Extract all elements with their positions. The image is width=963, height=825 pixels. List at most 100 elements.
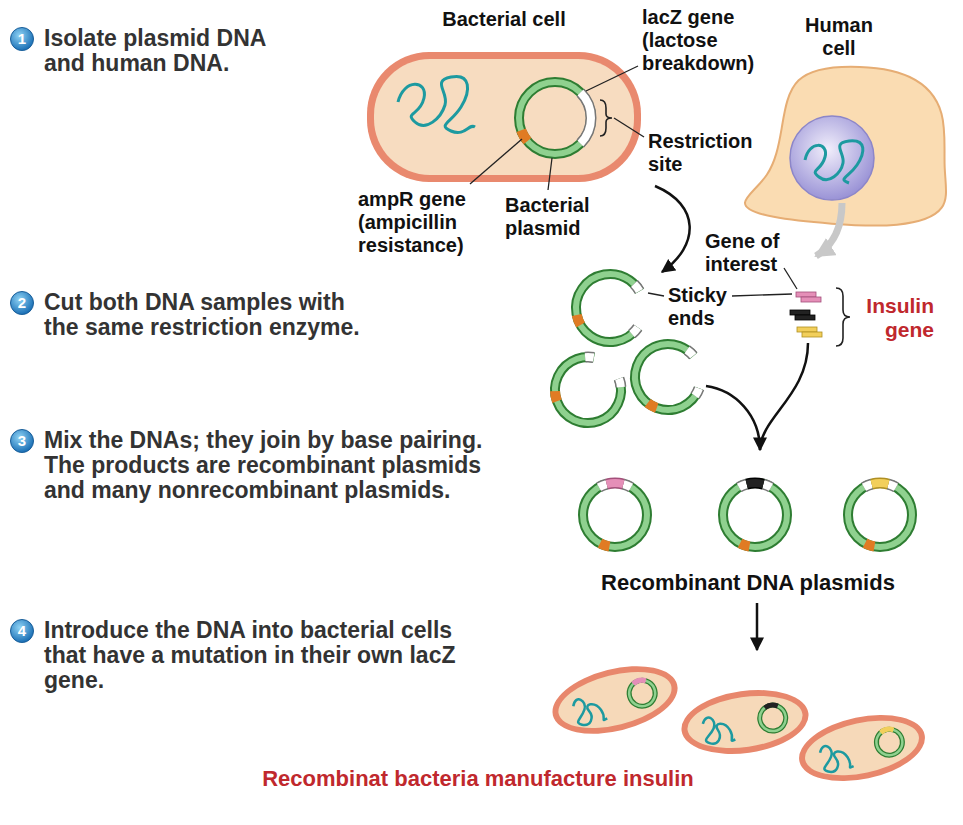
cut-plasmid-part	[552, 354, 624, 426]
cut-plasmid-part	[552, 354, 624, 426]
label-anchor: Recombinant DNA plasmids	[601, 570, 895, 596]
gene-fragment-part	[795, 315, 815, 320]
recombinant-bacterium-part	[624, 675, 661, 712]
label-anchor: Sticky ends	[668, 284, 736, 330]
process-arrow	[655, 186, 690, 272]
recombinant-plasmid-part	[841, 476, 919, 554]
recombinant-plasmid-part	[576, 476, 654, 554]
cut-plasmid	[546, 348, 631, 433]
recombinant-plasmid	[836, 471, 923, 558]
recombinant-bacterium-part	[793, 704, 931, 791]
step-number: 4	[10, 619, 34, 643]
recombinant-plasmid-part	[571, 471, 658, 558]
recombinant-plasmid-part	[718, 478, 792, 552]
recombinant-plasmid-part	[576, 476, 654, 554]
recombinant-plasmid-part	[836, 471, 923, 558]
cell-outline	[365, 4, 643, 186]
step-circle	[11, 429, 34, 452]
recombinant-bacterium-part	[553, 662, 678, 739]
cut-plasmid-part	[626, 335, 711, 420]
step-text: Mix the DNAs; they join by base pairing.…	[44, 428, 504, 503]
part-label: Gene of interest	[705, 230, 789, 276]
cell-heading: Human cell	[799, 14, 879, 60]
recombinant-bacterium	[793, 704, 931, 791]
label-anchor: Cut both DNA samples with the same restr…	[44, 290, 369, 340]
recombinant-plasmid-part	[583, 483, 647, 547]
part-label: ampR gene (ampicillin resistance)	[358, 188, 472, 257]
recombinant-plasmid-part	[716, 476, 794, 554]
recombinant-bacterium-part	[677, 682, 812, 761]
recombinant-plasmid-part	[716, 476, 794, 554]
cut-plasmid-part	[546, 348, 631, 433]
part-label: Bacterial plasmid	[505, 194, 605, 240]
cut-plasmid	[622, 331, 714, 423]
label-anchor: Restriction site	[648, 130, 760, 176]
nucleus-part	[790, 116, 874, 200]
nucleus-part	[805, 141, 863, 183]
step-circle	[11, 619, 34, 642]
part-label: Recombinant DNA plasmids	[601, 570, 895, 596]
recombinant-bacterium-part	[871, 724, 908, 761]
recombinant-bacterium-part	[545, 654, 684, 745]
step-number-text: 4	[18, 622, 26, 640]
cut-plasmid-part	[546, 348, 631, 433]
step-number-text: 3	[18, 432, 26, 450]
process-arrow	[760, 343, 808, 450]
gene-fragment-part	[801, 297, 821, 302]
cut-plasmid	[562, 260, 658, 356]
step-number-text: 2	[18, 294, 26, 312]
part-label: Sticky ends	[668, 284, 736, 330]
step-circle	[11, 27, 34, 50]
gene-fragment-part	[790, 310, 810, 315]
leader-line-part	[732, 294, 792, 296]
cut-plasmid-part	[546, 348, 631, 433]
recombinant-bacterium-part	[572, 694, 608, 727]
recombinant-plasmid-part	[711, 471, 798, 558]
step-text: Introduce the DNA into bacterial cells t…	[44, 618, 474, 693]
cut-plasmid-part	[546, 348, 631, 433]
label-anchor: Bacterial plasmid	[505, 194, 605, 240]
cut-plasmid-part	[564, 262, 657, 355]
recombinant-bacterium-part	[702, 714, 735, 745]
cut-plasmid-part	[563, 261, 658, 356]
recombinant-plasmid-part	[723, 483, 787, 547]
cut-plasmid-part	[626, 335, 711, 420]
label-anchor: Mix the DNAs; they join by base pairing.…	[44, 428, 504, 503]
recombinant-plasmid-part	[723, 483, 787, 547]
gene-fragment-part	[797, 327, 817, 332]
recombinant-plasmid-part	[576, 476, 654, 554]
recombinant-bacterium-part	[684, 689, 806, 755]
part-label: lacZ gene (lactose breakdown)	[642, 6, 760, 75]
recombinant-bacterium-part	[758, 703, 787, 732]
nucleus	[790, 116, 874, 200]
recombinant-plasmid-part	[836, 471, 923, 558]
step-text: Cut both DNA samples with the same restr…	[44, 290, 369, 340]
label-anchor: ampR gene (ampicillin resistance)	[358, 188, 472, 257]
result-label: Recombinat bacteria manufacture insulin	[262, 766, 694, 792]
recombinant-bacterium-part	[758, 703, 787, 732]
cell-heading: Bacterial cell	[442, 8, 565, 31]
cut-plasmid-part	[622, 331, 714, 423]
label-anchor: Gene of interest	[705, 230, 789, 276]
cut-plasmid-part	[622, 331, 714, 423]
recombinant-plasmid-part	[711, 471, 798, 558]
process-arrow	[706, 386, 760, 450]
step-number-text: 1	[18, 30, 26, 48]
step-number: 2	[10, 291, 34, 315]
recombinant-plasmid-part	[841, 476, 919, 554]
cell-wall	[367, 52, 641, 182]
recombinant-plasmid-part	[848, 483, 912, 547]
recombinant-plasmid-part	[848, 483, 912, 547]
recombinant-bacterium	[677, 682, 812, 761]
gene-fragment-part	[796, 292, 816, 297]
recombinant-bacterium-part	[819, 741, 854, 773]
recombinant-plasmid-part	[841, 476, 919, 554]
cell-membrane	[745, 67, 946, 226]
cut-plasmid-part	[563, 261, 658, 356]
recombinant-plasmid	[571, 471, 658, 558]
step-text: Isolate plasmid DNA and human DNA.	[44, 26, 289, 76]
cut-plasmid-part	[562, 260, 658, 356]
cut-plasmid-part	[626, 335, 711, 420]
recombinant-plasmid-part	[716, 476, 794, 554]
